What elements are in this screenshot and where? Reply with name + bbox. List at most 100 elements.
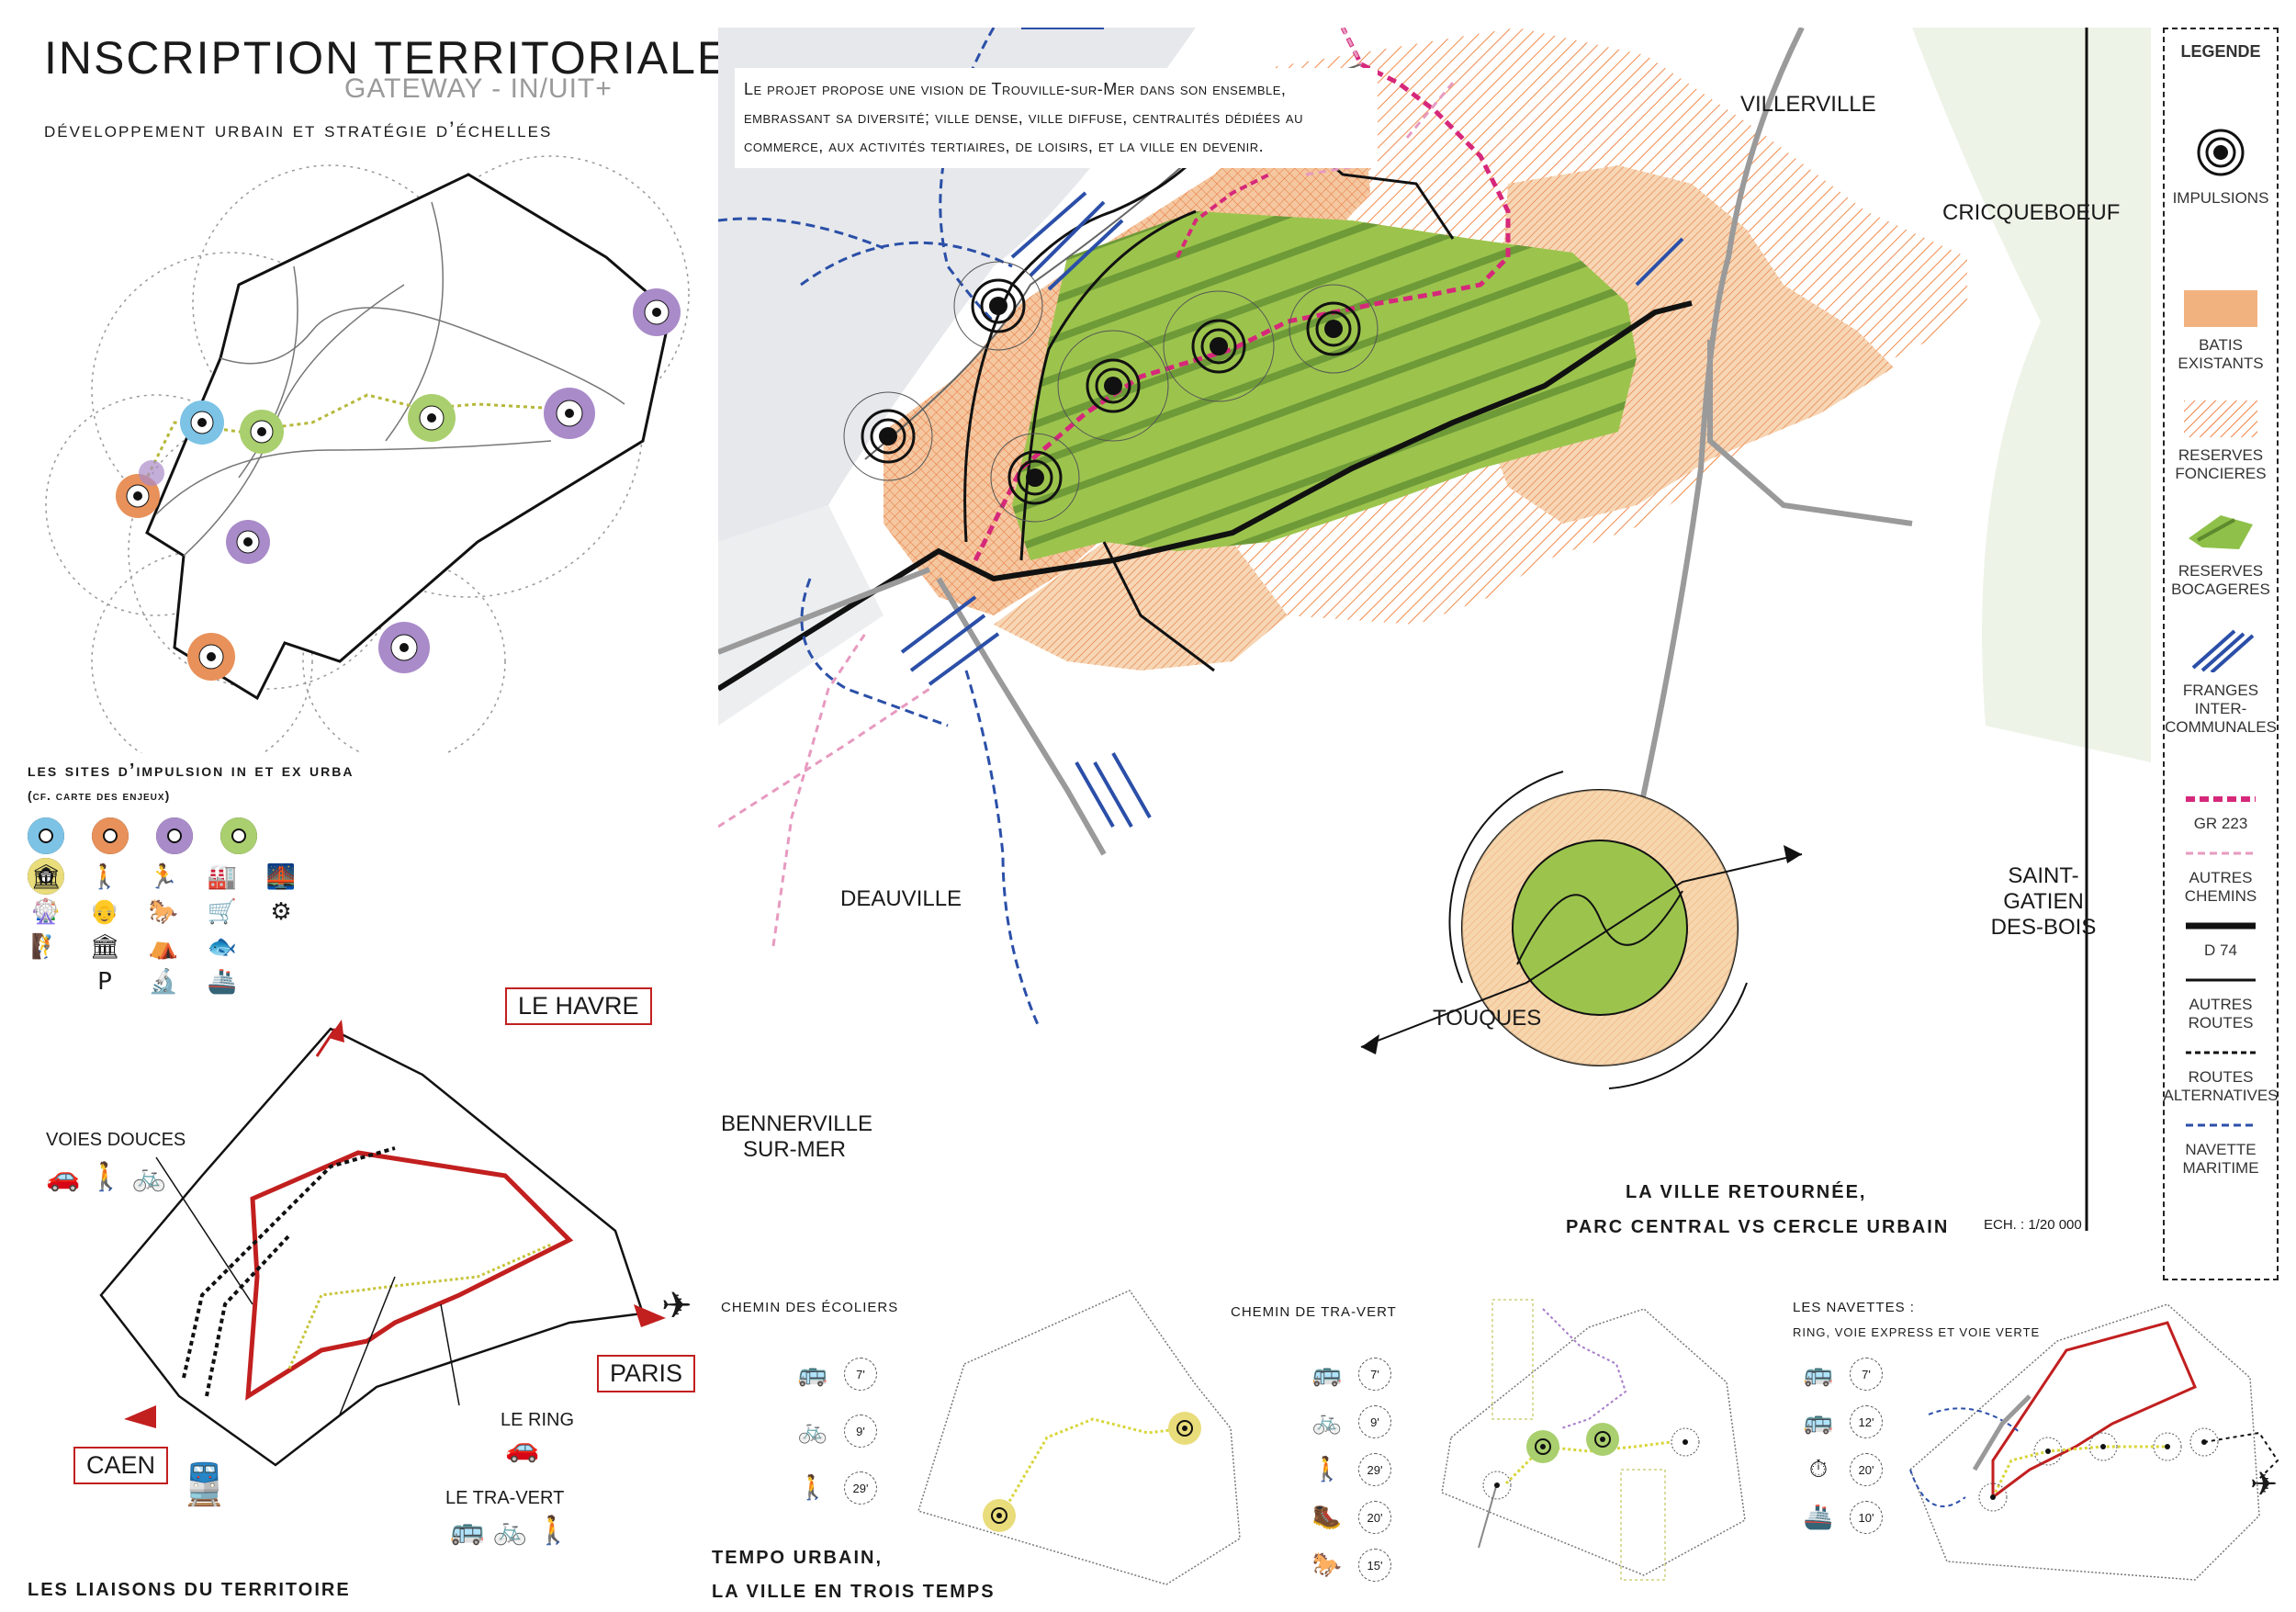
travert-icons: 🚌 🚲 🚶 xyxy=(450,1515,571,1547)
site-icon-4-0: 🌉 xyxy=(265,863,297,891)
ecoliers-map xyxy=(917,1290,1241,1585)
navettes-time-badge-2: 20' xyxy=(1850,1453,1883,1486)
voies-douces-label: VOIES DOUCES xyxy=(46,1130,186,1150)
travert-time-badge-0: 7' xyxy=(1358,1358,1391,1391)
legend-sample-navette xyxy=(2184,1118,2257,1135)
ring-car-icon: 🚗 xyxy=(505,1432,540,1464)
legend-panel: LEGENDE IMPULSIONS BATIS EXISTANTS RESERVE… xyxy=(2163,28,2279,1280)
navettes-mode-row-1: 🚌12' xyxy=(1800,1398,1883,1446)
legend-sample-franges xyxy=(2184,626,2257,676)
travert-mode-row-2: 🚶29' xyxy=(1309,1446,1391,1494)
navettes-mode-icon-0: 🚌 xyxy=(1803,1360,1834,1388)
site-icon-2-0: 🏃 xyxy=(148,863,179,891)
tempo-title-1: TEMPO URBAIN, xyxy=(712,1548,883,1568)
impulse-markers xyxy=(116,288,681,681)
site-icon-1-1: 👴 xyxy=(89,898,120,926)
ring-label: LE RING xyxy=(501,1410,575,1430)
site-icon-3-0: 🏭 xyxy=(207,863,238,891)
ecoliers-mode-icon-0: 🚌 xyxy=(797,1360,828,1388)
site-swatch-0 xyxy=(28,817,64,854)
site-icon-0-2: 🧗 xyxy=(30,933,62,961)
site-icon-0-1: 🎡 xyxy=(30,898,62,926)
legend-label-routes: AUTRES ROUTES xyxy=(2188,996,2254,1031)
site-icon-1-0: 🚶 xyxy=(89,863,120,891)
page-subtitle-2: développement urbain et stratégie d’éche… xyxy=(44,118,553,142)
place-cricqueboeuf: CRICQUEBOEUF xyxy=(1942,200,2121,225)
site-icon-column-0: 🏛🎡🧗 xyxy=(28,863,86,1003)
legend-title: LEGENDE xyxy=(2180,42,2261,61)
place-saint-gatien: SAINT-GATIEN DES-BOIS xyxy=(1990,863,2097,940)
legend-sample-batis xyxy=(2184,290,2257,331)
site-icon-3-2: 🐟 xyxy=(207,933,238,961)
legend-sample-d74 xyxy=(2184,919,2257,936)
navettes-mode-icon-1: 🚌 xyxy=(1803,1408,1834,1436)
legend-label-chemins: AUTRES CHEMINS xyxy=(2184,869,2257,905)
impulse-diagram xyxy=(45,155,690,753)
legend-item-reserves: RESERVES FONCIERES xyxy=(2165,400,2277,483)
legend-item-bocage: RESERVES BOCAGERES xyxy=(2165,511,2277,599)
plane-icon: ✈ xyxy=(661,1285,692,1327)
train-icon: 🚆 xyxy=(179,1461,230,1508)
sites-icon-columns: 🏛🎡🧗🚶👴🏛P🏃🐎⛺🔬🏭🛒🐟🚢🌉⚙ xyxy=(28,863,321,1003)
legend-label-d74: D 74 xyxy=(2204,941,2237,959)
site-icon-column-2: 🏃🐎⛺🔬 xyxy=(145,863,204,1003)
site-icon-column-4: 🌉⚙ xyxy=(263,863,321,1003)
page-subtitle: GATEWAY - IN/UIT+ xyxy=(344,73,613,104)
site-icon-2-1: 🐎 xyxy=(148,898,179,926)
navettes-mode-row-2: ⏱ 20' xyxy=(1800,1446,1883,1494)
legend-sample-gr xyxy=(2184,792,2257,809)
travert-map xyxy=(1441,1299,1746,1581)
travert-label: LE TRA-VERT xyxy=(445,1488,565,1508)
legend-label-franges: FRANGES INTER-COMMUNALES xyxy=(2165,682,2277,736)
ring-path xyxy=(245,1150,574,1401)
site-icon-column-1: 🚶👴🏛P xyxy=(86,863,145,1003)
site-swatch-2 xyxy=(156,817,193,854)
place-deauville: DEAUVILLE xyxy=(840,886,962,911)
site-swatch-3 xyxy=(220,817,257,854)
liaisons-map xyxy=(99,1020,666,1467)
legend-label-bocage: RESERVES BOCAGERES xyxy=(2171,562,2270,598)
legend-sample-impulse xyxy=(2193,125,2248,184)
site-icon-3-1: 🛒 xyxy=(207,898,238,926)
site-swatch-1 xyxy=(92,817,129,854)
ecoliers-mode-row-0: 🚌7' xyxy=(794,1346,877,1403)
navettes-mode-icon-3: 🚢 xyxy=(1803,1504,1834,1531)
gr223-path xyxy=(973,28,1511,562)
legend-label-batis: BATIS EXISTANTS xyxy=(2178,336,2264,372)
site-icon-1-2: 🏛 xyxy=(89,933,120,961)
legend-sample-chemins xyxy=(2184,846,2257,863)
reserves-bocageres xyxy=(1012,211,1637,560)
intro-text: Le projet propose une vision de Trouvill… xyxy=(735,68,1378,168)
ecoliers-label: CHEMIN DES ÉCOLIERS xyxy=(721,1300,899,1315)
legend-item-batis: BATIS EXISTANTS xyxy=(2165,290,2277,373)
site-icon-2-3: 🔬 xyxy=(148,968,179,996)
site-icon-column-3: 🏭🛒🐟🚢 xyxy=(204,863,263,1003)
legend-item-gr: GR 223 xyxy=(2165,792,2277,833)
legend-label-reserves: RESERVES FONCIERES xyxy=(2175,446,2267,482)
legend-item-d74: D 74 xyxy=(2165,919,2277,960)
place-touques: TOUQUES xyxy=(1433,1006,1542,1031)
navettes-modes: 🚌7'🚌12' ⏱ 20' 🚢10' xyxy=(1800,1350,1883,1541)
legend-item-routes: AUTRES ROUTES xyxy=(2165,973,2277,1032)
legend-sample-reserves xyxy=(2184,400,2257,441)
franges-marks xyxy=(900,28,1684,828)
navettes-mode-icon-2: ⏱ xyxy=(1808,1455,1829,1483)
legend-sample-bocage xyxy=(2184,511,2257,557)
legend-label-alt: ROUTES ALTERNATIVES xyxy=(2163,1068,2279,1104)
commune-outline xyxy=(145,173,672,701)
place-villerville: VILLERVILLE xyxy=(1740,92,1876,117)
ecoliers-time-badge-1: 9' xyxy=(844,1415,877,1448)
navettes-mode-row-3: 🚢10' xyxy=(1800,1494,1883,1541)
navettes-mode-row-0: 🚌7' xyxy=(1800,1350,1883,1398)
travert-mode-row-1: 🚲9' xyxy=(1309,1398,1391,1446)
navettes-plane-icon: ✈ xyxy=(2250,1466,2279,1504)
legend-item-impulse: IMPULSIONS xyxy=(2165,125,2277,208)
navettes-label: LES NAVETTES : xyxy=(1793,1300,1915,1315)
legend-item-franges: FRANGES INTER-COMMUNALES xyxy=(2165,626,2277,737)
travert-tempo-label: CHEMIN DE TRA-VERT xyxy=(1231,1304,1397,1320)
sites-note: (cf. carte des enjeux) xyxy=(28,788,171,803)
voies-douces-icons: 🚗 🚶 🚲 xyxy=(46,1161,167,1193)
ecoliers-modes: 🚌7'🚲9'🚶29' xyxy=(794,1346,877,1516)
ecoliers-mode-icon-1: 🚲 xyxy=(797,1417,828,1445)
travert-mode-icon-1: 🚲 xyxy=(1311,1408,1343,1436)
